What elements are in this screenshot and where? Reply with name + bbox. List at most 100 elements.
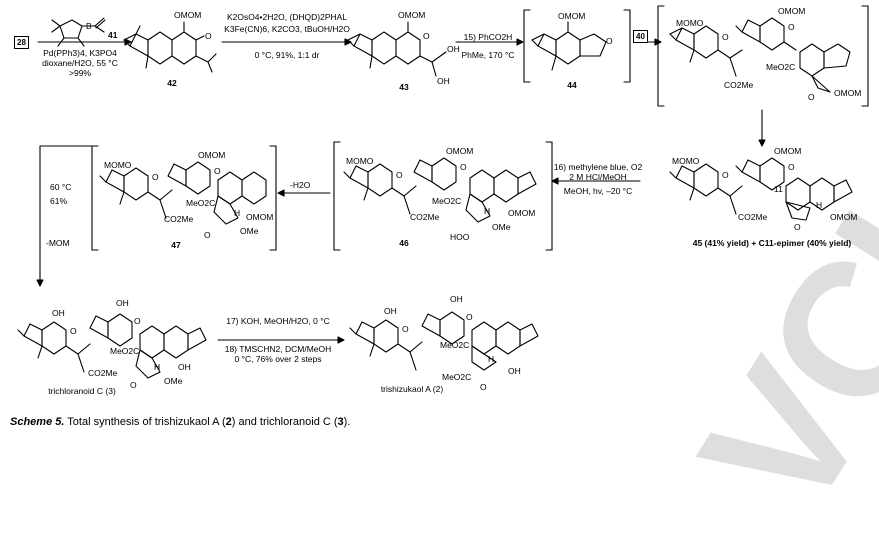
c3-oh-2: OH [116,298,129,308]
step2-line2: K3Fe(CN)6, K2CO3, tBuOH/H2O [224,24,350,34]
c43-oh-2: OH [437,76,450,86]
c46-hoo: HOO [450,232,470,242]
c2-meo2c-1: MeO2C [440,340,470,350]
compound-40-box: 40 [633,30,648,43]
c45-o1: O [722,170,729,180]
c47-ome: OMe [240,226,259,236]
ts-omom-top: OMOM [778,6,806,16]
step2-line1: K2OsO4•2H2O, (DHQD)2PHAL [226,12,348,22]
step1-line3: >99% [69,68,91,78]
step7-line1: 17) KOH, MeOH/H2O, 0 °C [226,316,330,326]
ts-omom-bottom: OMOM [834,88,862,98]
scheme-canvas: VCH [10,5,879,549]
c46-o2: O [460,162,467,172]
c47-omom-right: OMOM [246,212,274,222]
ts-o2: O [788,22,795,32]
c46-momo: MOMO [346,156,374,166]
ts-momo: MOMO [676,18,704,28]
c3-co2me: CO2Me [88,368,118,378]
c46-co2me: CO2Me [410,212,440,222]
c45-momo: MOMO [672,156,700,166]
caption-scheme-label: Scheme 5. [10,416,65,428]
c3-oh-1: OH [52,308,65,318]
c3-ome: OMe [164,376,183,386]
c2-o1: O [402,324,409,334]
c47-o2: O [214,166,221,176]
c3-lactone-o: O [130,380,137,390]
c47-momo: MOMO [104,160,132,170]
c46-h: H [484,206,491,216]
step7-line2: 18) TMSCHN2, DCM/MeOH [224,344,332,354]
c46-o1: O [396,170,403,180]
c2-oh-3: OH [508,366,521,376]
c46-omom-right: OMOM [508,208,536,218]
c2-oh-1: OH [384,306,397,316]
c2-ketone-o: O [480,382,487,392]
caption-num-2: 3 [337,416,344,428]
ts-o1: O [722,32,729,42]
scheme-caption: Scheme 5. Total synthesis of trishizukao… [10,416,350,428]
compound-2-label: trishizukaol A (2) [380,384,444,394]
c47-omom: OMOM [198,150,226,160]
c43-ketone-o: O [423,31,430,41]
compound-2-structure [349,311,539,371]
step7-line3: 0 °C, 76% over 2 steps [234,354,322,364]
step2-line3: 0 °C, 91%, 1:1 dr [254,50,320,60]
compound-43-label: 43 [399,82,409,92]
step6-line1: 60 °C [50,182,72,192]
c2-h: H [488,354,495,364]
c47-meo2c: MeO2C [186,198,216,208]
c45-furan-o: O [794,222,801,232]
c47-lactone-o: O [204,230,211,240]
step3-line2: PhMe, 170 °C [461,50,515,60]
ts-meo2c: MeO2C [766,62,796,72]
c3-h: H [154,362,161,372]
c3-oh-3: OH [178,362,191,372]
c43-omom: OMOM [398,10,426,20]
caption-text-2: ) and trichloranoid C ( [231,416,338,428]
compound-45-label: 45 (41% yield) + C11-epimer (40% yield) [693,238,852,248]
dimer-ts-structure [669,17,851,93]
c3-o2: O [134,316,141,326]
compound-44-structure [531,21,607,71]
c2-o2: O [466,312,473,322]
c3-meo2c: MeO2C [110,346,140,356]
step4-line3: MeOH, hv, –20 °C [563,186,633,196]
c47-co2me: CO2Me [164,214,194,224]
c43-oh-1: OH [447,44,460,54]
compound-46-label: 46 [399,238,409,248]
compound-3-structure [17,313,207,379]
compound-28-box: 28 [14,36,29,49]
c3-o1: O [70,326,77,336]
c2-meo2c-2: MeO2C [442,372,472,382]
compound-3-label: trichloranoid C (3) [48,386,116,396]
c46-ome: OMe [492,222,511,232]
c45-omom-bottom: OMOM [830,212,858,222]
step1-line1: Pd(PPh3)4, K3PO4 [43,48,117,58]
compound-47-structure [99,161,267,225]
step6-line3: -MOM [46,238,70,248]
step4-line1: 16) methylene blue, O2 [553,162,643,172]
c45-co2me: CO2Me [738,212,768,222]
boron-label: B [86,21,92,31]
c47-h: H [234,208,241,218]
ts-co2me: CO2Me [724,80,754,90]
caption-text-1: Total synthesis of trishizukaol A ( [64,416,226,428]
c47-o1: O [152,172,159,182]
step3-line1: 15) PhCO2H [463,32,513,42]
c45-number: 45 (41% yield) + C11-epimer (40% yield) [692,238,852,248]
reagent-41-label: 41 [108,30,118,40]
c45-omom-top: OMOM [774,146,802,156]
compound-45-structure [669,157,853,221]
step1-line2: dioxane/H2O, 55 °C [42,58,118,68]
ts-furan-o: O [808,92,815,102]
compound-42-label: 42 [167,78,177,88]
compound-47-label: 47 [171,240,181,250]
scheme-drawing [17,5,869,379]
c45-h: H [816,200,823,210]
step4-line2: 2 M HCl/MeOH [569,172,627,182]
compound-44-label: 44 [567,80,577,90]
c46-meo2c: MeO2C [432,196,462,206]
compound-42-structure [123,21,217,73]
c44-furan-o: O [606,36,613,46]
